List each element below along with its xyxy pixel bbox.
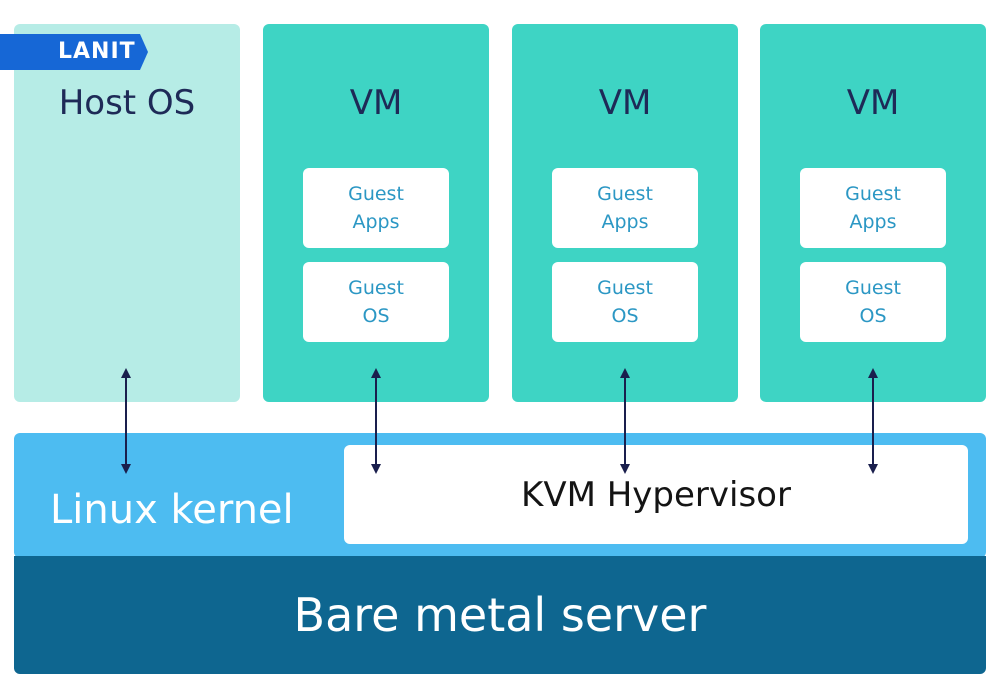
- host-os-panel: Host OS: [14, 24, 240, 402]
- vm-panel: VM Guest Apps Guest OS: [512, 24, 738, 402]
- logo-banner-shape: [0, 34, 148, 70]
- kvm-hypervisor-label: KVM Hypervisor: [521, 474, 791, 515]
- guest-apps-box: Guest Apps: [800, 168, 946, 248]
- bare-metal-server-label: Bare metal server: [293, 588, 707, 642]
- guest-os-box: Guest OS: [552, 262, 698, 342]
- guest-os-box: Guest OS: [303, 262, 449, 342]
- host-os-title: Host OS: [58, 83, 196, 123]
- vm-panel: VM Guest Apps Guest OS: [760, 24, 986, 402]
- guest-os-box: Guest OS: [800, 262, 946, 342]
- linux-kernel-layer: Linux kernel KVM Hypervisor: [14, 433, 986, 558]
- vm-title: VM: [349, 83, 403, 123]
- vm-panel: VM Guest Apps Guest OS: [263, 24, 489, 402]
- bare-metal-server-layer: Bare metal server: [14, 556, 986, 674]
- lanit-logo: LANIT: [0, 34, 148, 70]
- guest-apps-box: Guest Apps: [303, 168, 449, 248]
- guest-apps-box: Guest Apps: [552, 168, 698, 248]
- linux-kernel-label: Linux kernel: [50, 487, 294, 533]
- logo-text: LANIT: [58, 39, 136, 64]
- vm-title: VM: [846, 83, 900, 123]
- kvm-hypervisor-box: KVM Hypervisor: [344, 445, 968, 544]
- vm-title: VM: [598, 83, 652, 123]
